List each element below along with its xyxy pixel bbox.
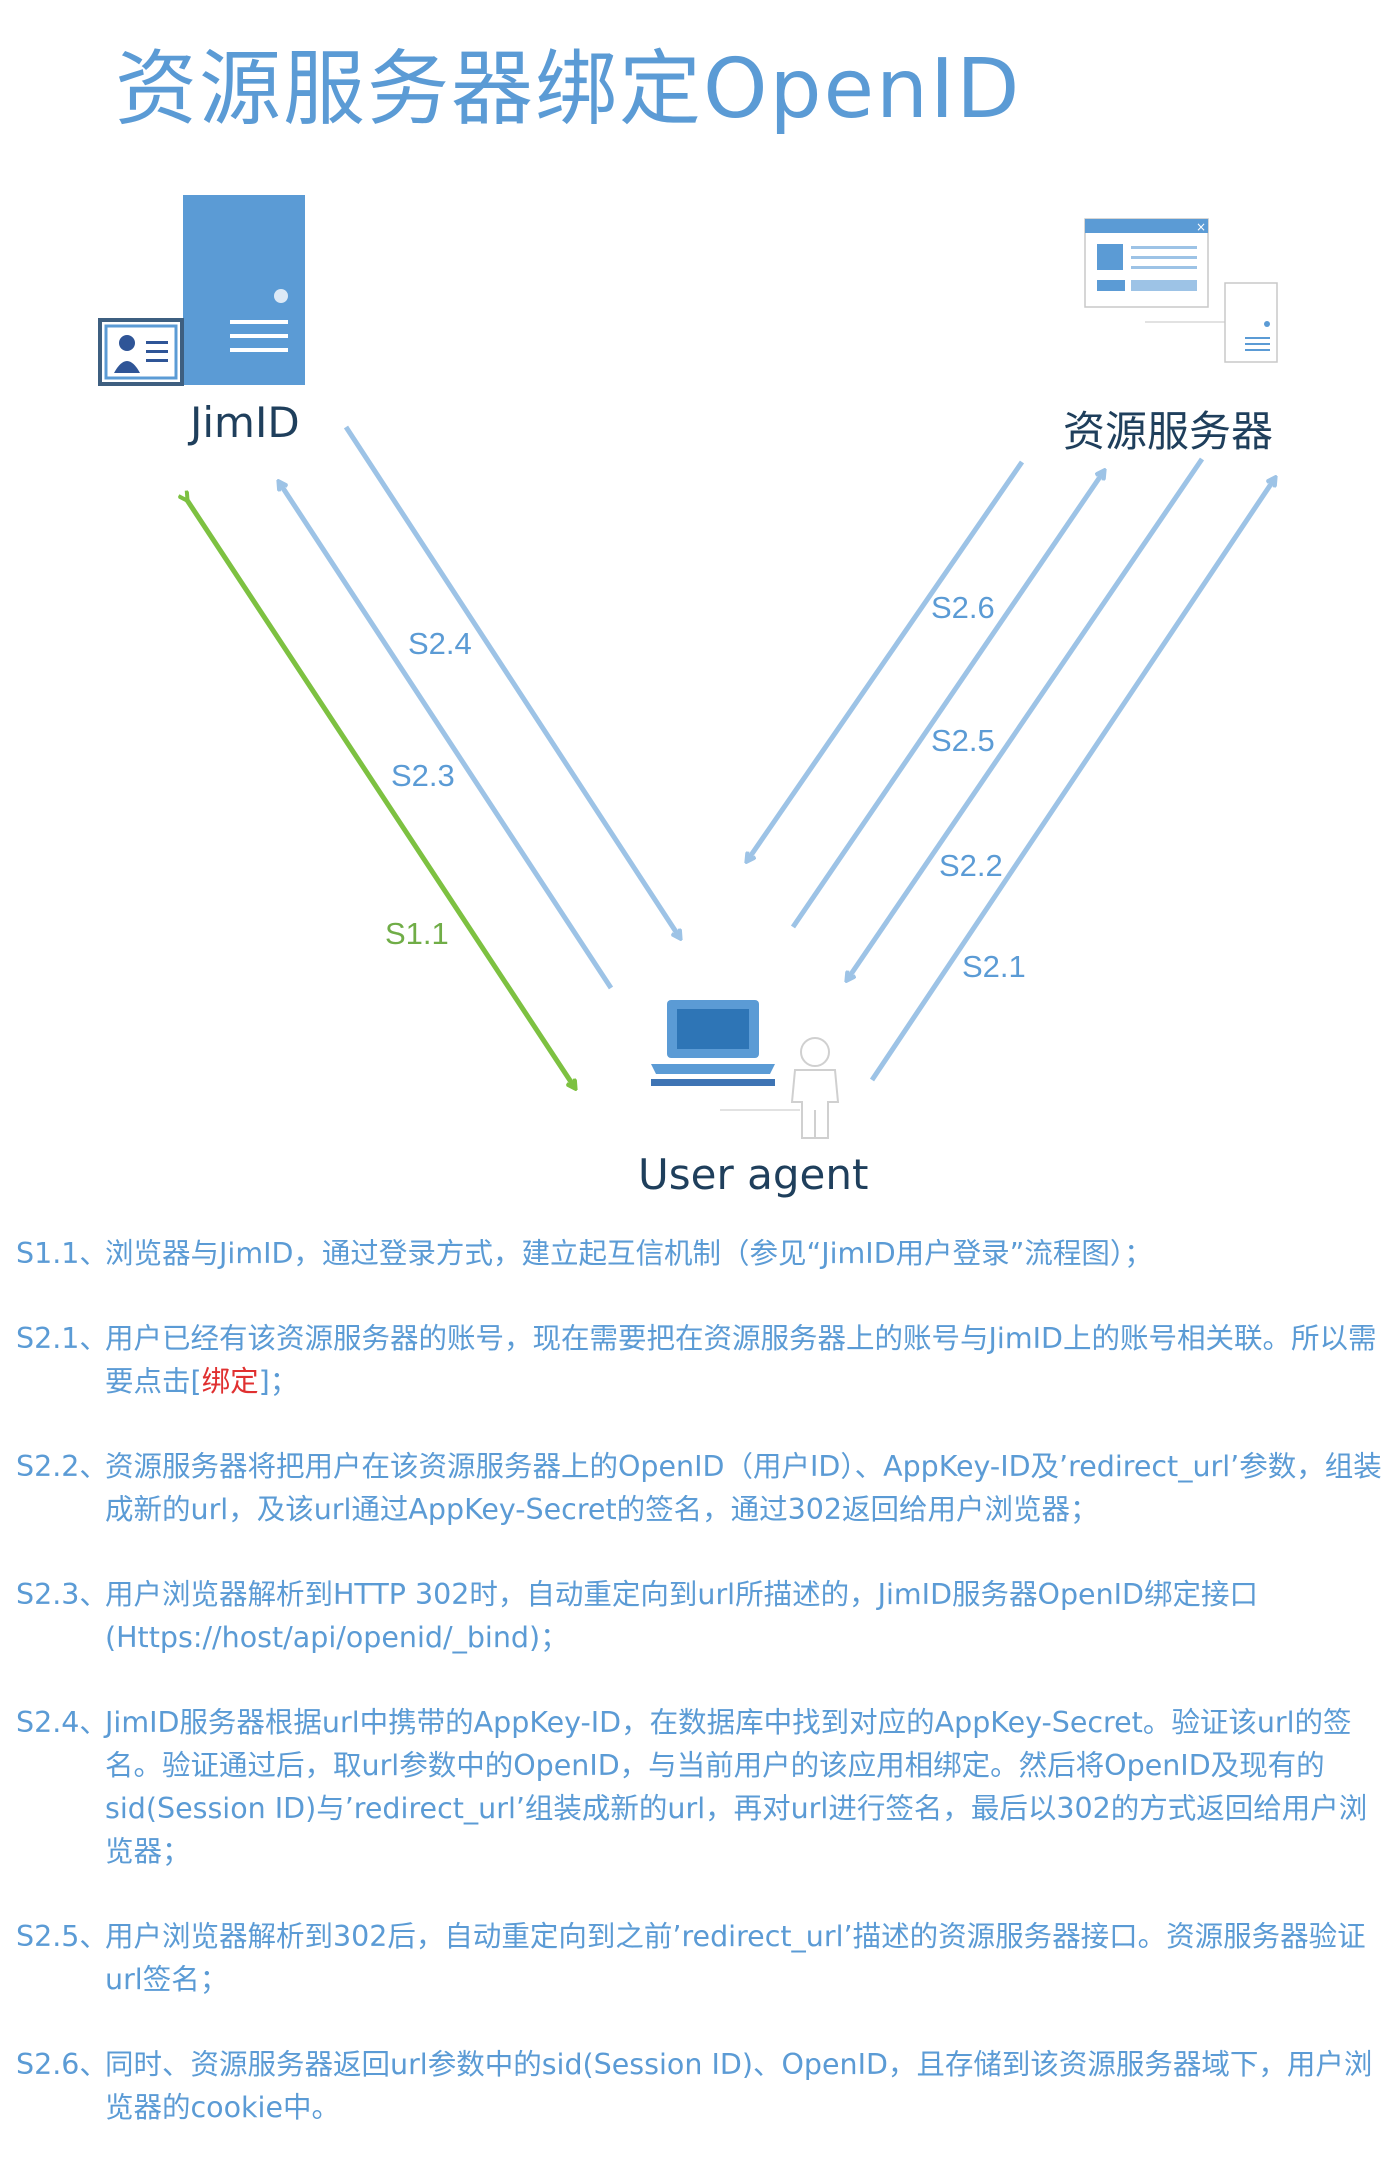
label-s2-3: S2.3 (391, 758, 455, 793)
step-s2-3: S2.3、 用户浏览器解析到HTTP 302时，自动重定向到url所描述的，Ji… (16, 1573, 1386, 1659)
step-text-end: ]； (258, 1365, 299, 1398)
node-label-resource-server: 资源服务器 (1063, 407, 1274, 456)
step-code: S2.1、 (16, 1322, 108, 1355)
id-card-icon (98, 318, 184, 386)
arrow-s2-1 (869, 478, 1275, 1082)
node-label-jimid: JimID (190, 398, 300, 447)
page-title: 资源服务器绑定OpenID (115, 42, 1022, 137)
step-code: S1.1、 (16, 1237, 108, 1270)
small-server-icon (1145, 282, 1278, 363)
node-label-user-agent: User agent (638, 1150, 869, 1199)
browser-window-icon: × (1084, 218, 1209, 308)
step-text: 浏览器与JimID，通过登录方式，建立起互信机制（参见“JimID用户登录”流程… (105, 1237, 1153, 1270)
step-code: S2.5、 (16, 1920, 108, 1953)
label-s2-6: S2.6 (931, 590, 995, 625)
label-s2-2: S2.2 (939, 848, 1003, 883)
step-s2-6: S2.6、 同时、资源服务器返回url参数中的sid(Session ID)、O… (16, 2043, 1386, 2129)
svg-text:×: × (1196, 220, 1206, 234)
step-s2-1: S2.1、 用户已经有该资源服务器的账号，现在需要把在资源服务器上的账号与Jim… (16, 1317, 1386, 1403)
step-s2-4: S2.4、 JimID服务器根据url中携带的AppKey-ID，在数据库中找到… (16, 1701, 1386, 1873)
bind-highlight: 绑定 (201, 1365, 259, 1398)
step-text: 用户已经有该资源服务器的账号，现在需要把在资源服务器上的账号与JimID上的账号… (105, 1322, 1377, 1398)
arrow-s2-5 (790, 471, 1104, 929)
step-text: JimID服务器根据url中携带的AppKey-ID，在数据库中找到对应的App… (105, 1706, 1368, 1868)
arrow-s2-4 (343, 425, 680, 938)
label-s2-1: S2.1 (962, 949, 1026, 984)
label-s2-4: S2.4 (408, 626, 472, 661)
label-s1-1: S1.1 (385, 916, 449, 951)
step-code: S2.4、 (16, 1706, 108, 1739)
flow-diagram: × S2.4 S2.3 S1.1 S2.6 S2.5 S2. (98, 195, 1395, 1139)
step-text: 同时、资源服务器返回url参数中的sid(Session ID)、OpenID，… (105, 2048, 1373, 2124)
person-icon (720, 1037, 840, 1139)
step-code: S2.6、 (16, 2048, 108, 2081)
label-s2-5: S2.5 (931, 723, 995, 758)
server-icon (183, 195, 305, 385)
arrow-s2-6 (747, 460, 1025, 861)
step-s1-1: S1.1、 浏览器与JimID，通过登录方式，建立起互信机制（参见“JimID用… (16, 1232, 1386, 1275)
step-code: S2.2、 (16, 1450, 108, 1483)
step-text: 用户浏览器解析到302后，自动重定向到之前’redirect_url’描述的资源… (105, 1920, 1366, 1996)
step-descriptions: S1.1、 浏览器与JimID，通过登录方式，建立起互信机制（参见“JimID用… (16, 1232, 1386, 2171)
step-text: 用户浏览器解析到HTTP 302时，自动重定向到url所描述的，JimID服务器… (105, 1578, 1258, 1654)
step-code: S2.3、 (16, 1578, 108, 1611)
arrow-s2-2 (847, 457, 1205, 980)
laptop-icon (651, 1000, 775, 1086)
arrow-s1-1 (187, 500, 575, 1088)
step-s2-5: S2.5、 用户浏览器解析到302后，自动重定向到之前’redirect_url… (16, 1915, 1386, 2001)
step-text: 资源服务器将把用户在该资源服务器上的OpenID（用户ID）、AppKey-ID… (105, 1450, 1382, 1526)
arrow-s2-3 (279, 482, 614, 990)
step-s2-2: S2.2、 资源服务器将把用户在该资源服务器上的OpenID（用户ID）、App… (16, 1445, 1386, 1531)
